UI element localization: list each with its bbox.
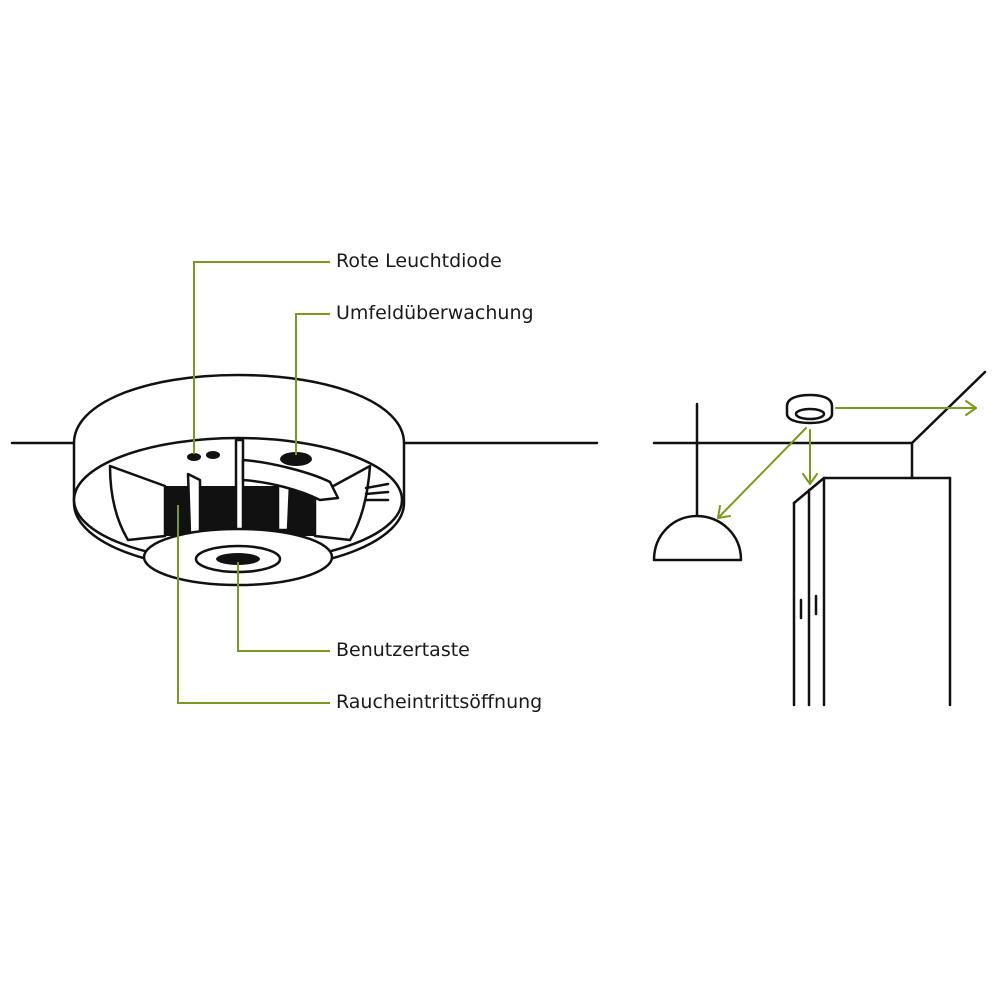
leader-environment [295,313,330,455]
callout-label-environment: Umfeldüberwachung [336,302,534,324]
detector-closeup [10,373,599,587]
user-button [216,553,260,565]
airflow-arrows [717,400,977,519]
cabinet-top [792,476,952,505]
lamp-shade [652,514,743,562]
ceiling-detector-ring [794,407,826,421]
environment-sensor [280,452,312,466]
callout-label-smoke-inlet: Raucheintrittsöffnung [336,691,543,713]
arrow-diagonal-shaft [717,427,807,519]
vane-5 [313,464,372,542]
vane-3 [234,438,245,532]
arrow-down-head [802,473,818,485]
arrow-diagonal-head [717,505,731,519]
room-illustration [652,370,987,707]
callout-leaders [177,261,330,704]
callout-label-led: Rote Leuchtdiode [336,250,502,272]
vent-line-1 [364,482,390,490]
arrow-right-head [965,400,977,416]
vent-line-2 [364,490,390,496]
led-dot-2 [206,451,220,459]
sensor-flap [241,458,340,502]
leader-led [193,261,330,454]
leader-button [237,562,330,652]
vane-1 [108,464,167,542]
leader-smoke-inlet [177,505,330,704]
callout-label-button: Benutzertaste [336,639,470,661]
vane-2 [186,472,202,536]
led-dot-1 [187,453,201,461]
detector-housing-top [72,373,406,445]
